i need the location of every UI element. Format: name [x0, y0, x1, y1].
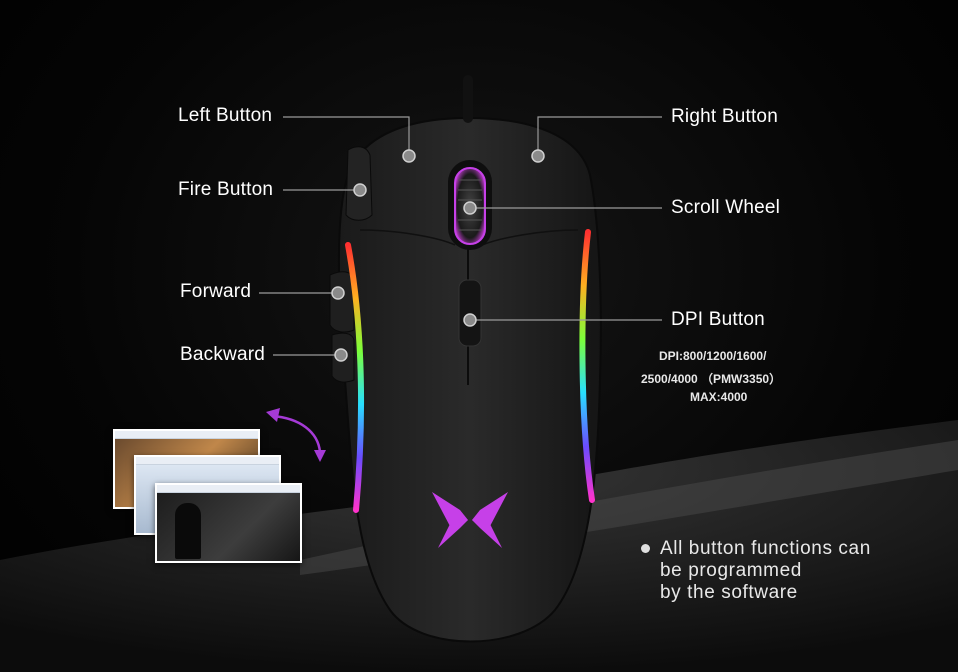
callout-dots: [331, 149, 545, 362]
game-character-silhouette: [175, 503, 201, 559]
side-button-forward: [329, 271, 355, 333]
dpi-button-label: DPI Button: [671, 309, 765, 330]
fire-button-label: Fire Button: [178, 179, 274, 200]
left-button-edge: [359, 229, 456, 246]
rgb-strip-left: [345, 242, 365, 513]
bullet-icon: [641, 544, 650, 553]
left-button-label: Left Button: [178, 105, 273, 126]
rgb-strip-right: [579, 229, 595, 503]
dpi-info-line3: MAX:4000: [690, 390, 748, 404]
backward-label: Backward: [180, 344, 266, 365]
note-line1: All button functions can: [660, 538, 871, 559]
dpi-button: [458, 279, 482, 347]
note-line3: by the software: [660, 582, 798, 603]
right-button-label: Right Button: [671, 106, 778, 127]
right-button-edge: [481, 229, 579, 246]
switch-arrow-icon: [271, 414, 322, 453]
brand-logo: [432, 492, 508, 548]
note-line2: be programmed: [660, 560, 802, 581]
programmable-note: All button functions can be programmed b…: [641, 538, 871, 604]
dpi-info-line1: DPI:800/1200/1600/: [659, 349, 767, 363]
game-screenshot-front: [155, 483, 302, 563]
callout-lines: [259, 116, 662, 356]
forward-label: Forward: [180, 281, 252, 302]
scroll-wheel-label: Scroll Wheel: [671, 197, 781, 218]
dpi-info-line2: 2500/4000 （PMW3350）: [641, 372, 782, 386]
